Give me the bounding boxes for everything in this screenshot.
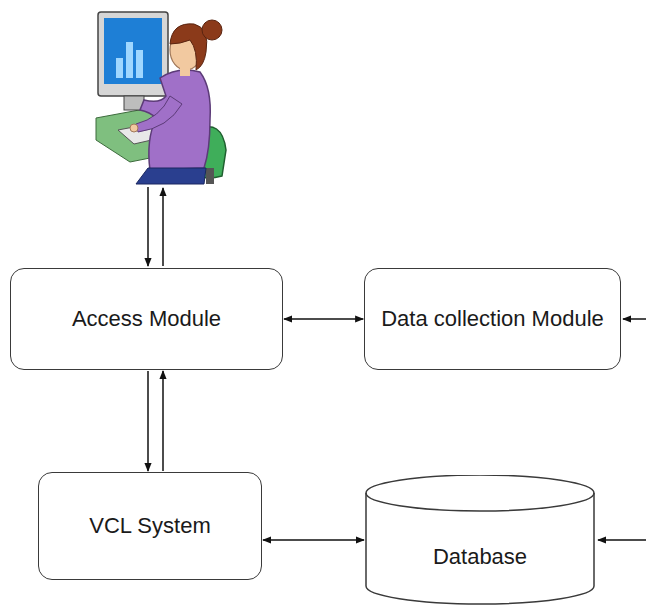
process-box: Access Module <box>10 268 283 370</box>
connector-arrow <box>263 539 364 541</box>
database-cylinder: Database <box>365 475 595 605</box>
user-up-arrow <box>162 188 164 266</box>
connector-arrow <box>284 318 363 320</box>
connector-arrow <box>162 371 164 471</box>
cylinder-outline <box>365 475 595 605</box>
cylinder-body <box>366 475 594 604</box>
incoming-arrow <box>598 539 646 541</box>
node-label: VCL System <box>77 512 222 541</box>
node-label: Database <box>421 543 539 572</box>
user-down-arrow <box>147 187 149 266</box>
connector-arrow <box>147 371 149 471</box>
incoming-arrow <box>623 318 646 320</box>
node-label: Data collection Module <box>369 305 616 334</box>
node-label: Access Module <box>60 305 233 334</box>
process-box: VCL System <box>38 472 262 580</box>
cylinder-rim <box>366 493 594 511</box>
process-box: Data collection Module <box>364 268 621 370</box>
user-illustration <box>96 12 226 184</box>
